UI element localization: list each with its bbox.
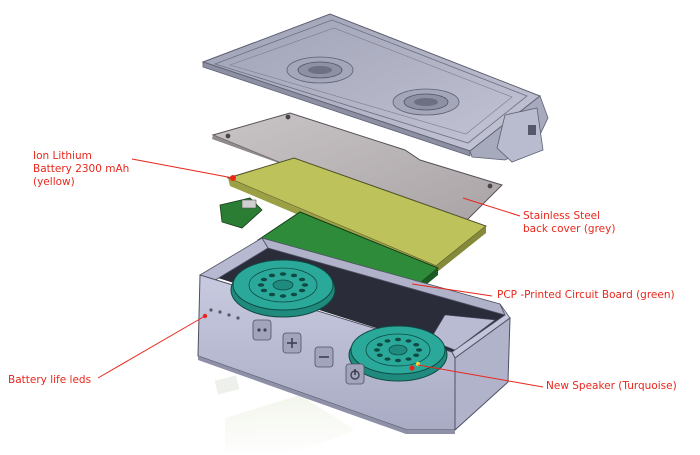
speaker-hole [376, 343, 383, 347]
speaker-hole [413, 343, 420, 347]
speaker-hole [413, 353, 420, 357]
cover-speaker-grille-left [286, 56, 354, 84]
speaker-hole [268, 292, 276, 297]
speaker-left [230, 259, 336, 318]
speaker-hole [290, 273, 298, 278]
power-icon [345, 363, 365, 385]
speaker-hole [279, 272, 287, 276]
floor-reflection [214, 375, 355, 455]
speaker-hole [260, 277, 268, 282]
leader-pcb [411, 283, 493, 297]
speaker-hole [301, 283, 309, 287]
minus-icon [314, 346, 334, 368]
leader-leds [97, 315, 206, 379]
plus-icon [282, 332, 302, 354]
battery-label: Ion Lithium Battery 2300 mAh (yellow) [33, 150, 130, 188]
speaker-hole [405, 339, 412, 343]
speaker-right [348, 325, 448, 382]
speaker-hole [416, 348, 422, 352]
leader-back-cover [462, 197, 521, 217]
cover-speaker-grille-right [392, 88, 460, 116]
leader-speaker [417, 364, 544, 388]
speaker-hole [374, 348, 380, 352]
speaker-hole [257, 283, 265, 287]
speaker-hole [279, 294, 287, 298]
leader-battery [131, 158, 234, 179]
front-buttons [252, 319, 365, 385]
speaker-hole [395, 337, 401, 342]
speaker-hole [395, 358, 401, 363]
main-case [197, 237, 511, 434]
speaker-hole [260, 288, 268, 293]
leader-lines [97, 158, 544, 388]
speaker-hole [298, 277, 306, 282]
pcb-label: PCP -Printed Circuit Board (green) [497, 289, 675, 301]
leds-label: Battery life leds [8, 374, 92, 386]
top-cover [201, 13, 549, 163]
speaker-hole [376, 353, 383, 357]
speaker-hole [405, 357, 412, 361]
two-dots-icon [252, 319, 272, 341]
speaker-hole [384, 339, 391, 343]
speaker-hole [268, 273, 276, 278]
speaker-hole [290, 292, 298, 297]
speaker-hole [384, 357, 391, 361]
speaker-label: New Speaker (Turquoise) [546, 380, 677, 392]
back-cover-label: Stainless Steel back cover (grey) [523, 210, 616, 235]
speaker-hole [298, 288, 306, 293]
